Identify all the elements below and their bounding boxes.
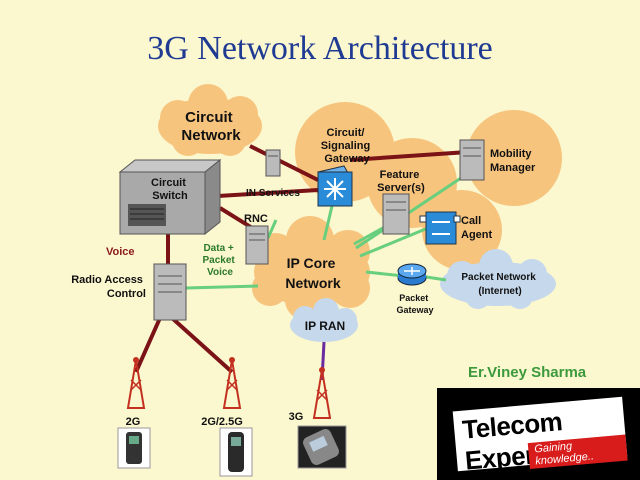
circuit-switch [118, 158, 222, 236]
circuit-switch-label-1: Circuit [151, 177, 186, 189]
svg-text:Call Agent: Call Agent [461, 215, 493, 241]
in-services-server [265, 149, 281, 177]
svg-text:Packet Gateway: Packet Gateway [396, 293, 433, 315]
svg-text:Circuit Network: Circuit Network [181, 109, 241, 144]
circuit-network-cloud [158, 84, 262, 156]
feature-server-label-2: Server(s) [377, 182, 425, 194]
tower-2g-25g-label: 2G/2.5G [201, 416, 243, 428]
rnc-label: RNC [244, 213, 268, 225]
call-agent-icon [419, 211, 461, 245]
signaling-gateway-icon [317, 165, 353, 207]
circuit-switch-label-2: Switch [152, 190, 188, 202]
call-agent-label-2: Agent [461, 229, 493, 241]
radio-access-control-label-1: Radio Access [71, 274, 143, 286]
ip-core-label-2: Network [285, 275, 340, 291]
packet-network-label-2: (Internet) [478, 286, 521, 297]
packet-links [185, 166, 477, 290]
mobility-manager-bubble [466, 110, 562, 206]
radio-access-control-server [153, 263, 187, 321]
gateway-label-2: Signaling [321, 140, 371, 152]
svg-text:Circuit/ Signaling Gat: Circuit/ Signaling Gateway [321, 127, 374, 165]
router-icon [397, 263, 427, 286]
svg-text:Mobility Manager: Mobility Manager [490, 148, 536, 174]
tower-2g-label: 2G [126, 416, 141, 428]
svg-text:Feature Server(s): Feature Server(s) [377, 169, 425, 194]
circuit-network-label-1: Circuit [185, 109, 233, 126]
feature-server-label-1: Feature [380, 169, 420, 181]
svg-text:Radio Access Control: Radio Access Control [71, 274, 146, 300]
radio-access-control-label-2: Control [107, 288, 146, 300]
data-packet-voice-label-2: Packet [202, 255, 235, 266]
feature-server [382, 193, 410, 235]
mobility-manager-server [459, 139, 485, 181]
phone-3g-icon [297, 425, 347, 469]
svg-text:IP Core Network: IP Core Network [285, 255, 340, 291]
packet-gateway-label-2: Gateway [396, 305, 433, 315]
tower-3g-icon [312, 367, 332, 419]
phone-2g-25g-icon [219, 427, 253, 477]
circuit-network-label-2: Network [181, 127, 241, 144]
gateway-label-3: Gateway [324, 153, 370, 165]
in-services-label: IN Services [246, 188, 300, 199]
voice-label: Voice [106, 246, 135, 258]
rnc-server [245, 225, 269, 265]
svg-text:Circuit Switch: Circuit Switch [151, 177, 189, 202]
call-agent-label-1: Call [461, 215, 481, 227]
telecom-experts-logo: Telecom Experts Gaining knowledge.. [437, 388, 640, 480]
packet-gateway-label-1: Packet [399, 293, 428, 303]
packet-network-cloud [440, 249, 556, 309]
ip-core-cloud [252, 216, 370, 320]
svg-text:Data + Packet Voice: Data + Packet Voice [202, 243, 237, 278]
data-packet-voice-label-3: Voice [207, 267, 233, 278]
mobility-manager-label-2: Manager [490, 162, 536, 174]
author-name: Er.Viney Sharma [468, 364, 587, 381]
ip-ran-cloud [290, 298, 358, 342]
tower-3g-label: 3G [289, 411, 304, 423]
tower-2g-icon [126, 357, 146, 409]
slide-title: 3G Network Architecture [147, 30, 493, 67]
call-agent-bubble [422, 190, 502, 270]
ip-ran-label: IP RAN [305, 319, 345, 333]
logo-card: Telecom Experts Gaining knowledge.. [452, 396, 628, 476]
ip-core-label-1: IP Core [287, 255, 336, 271]
mobility-manager-label-1: Mobility [490, 148, 532, 160]
data-packet-voice-label-1: Data + [203, 243, 233, 254]
gateway-label-1: Circuit/ [327, 127, 365, 139]
circuit-links [134, 144, 469, 374]
packet-network-label-1: Packet Network [461, 272, 536, 283]
phone-2g-icon [117, 427, 151, 469]
tower-2g-25g-icon [222, 357, 242, 409]
svg-text:Packet Network (Internet): Packet Network (Internet) [461, 272, 538, 297]
